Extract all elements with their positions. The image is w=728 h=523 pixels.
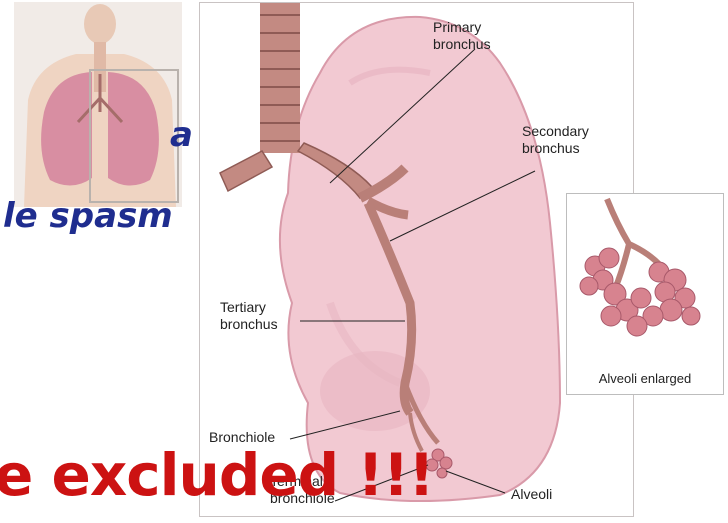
excluded-banner: e excluded !!! <box>0 446 434 504</box>
label-alveoli: Alveoli <box>511 486 552 503</box>
inset-label: Alveoli enlarged <box>567 371 723 386</box>
label-primary-bronchus: Primary bronchus <box>433 19 491 53</box>
label-secondary-bronchus: Secondary bronchus <box>522 123 589 157</box>
torso-thumbnail <box>14 2 182 207</box>
slide-text-line1: a <box>170 115 193 155</box>
alveoli-cluster-illustration <box>567 194 725 364</box>
label-tertiary-bronchus: Tertiary bronchus <box>220 299 278 333</box>
torso-illustration <box>14 2 182 207</box>
slide-text-line2: le spasm <box>3 196 173 236</box>
alveoli-inset: Alveoli enlarged <box>566 193 724 395</box>
